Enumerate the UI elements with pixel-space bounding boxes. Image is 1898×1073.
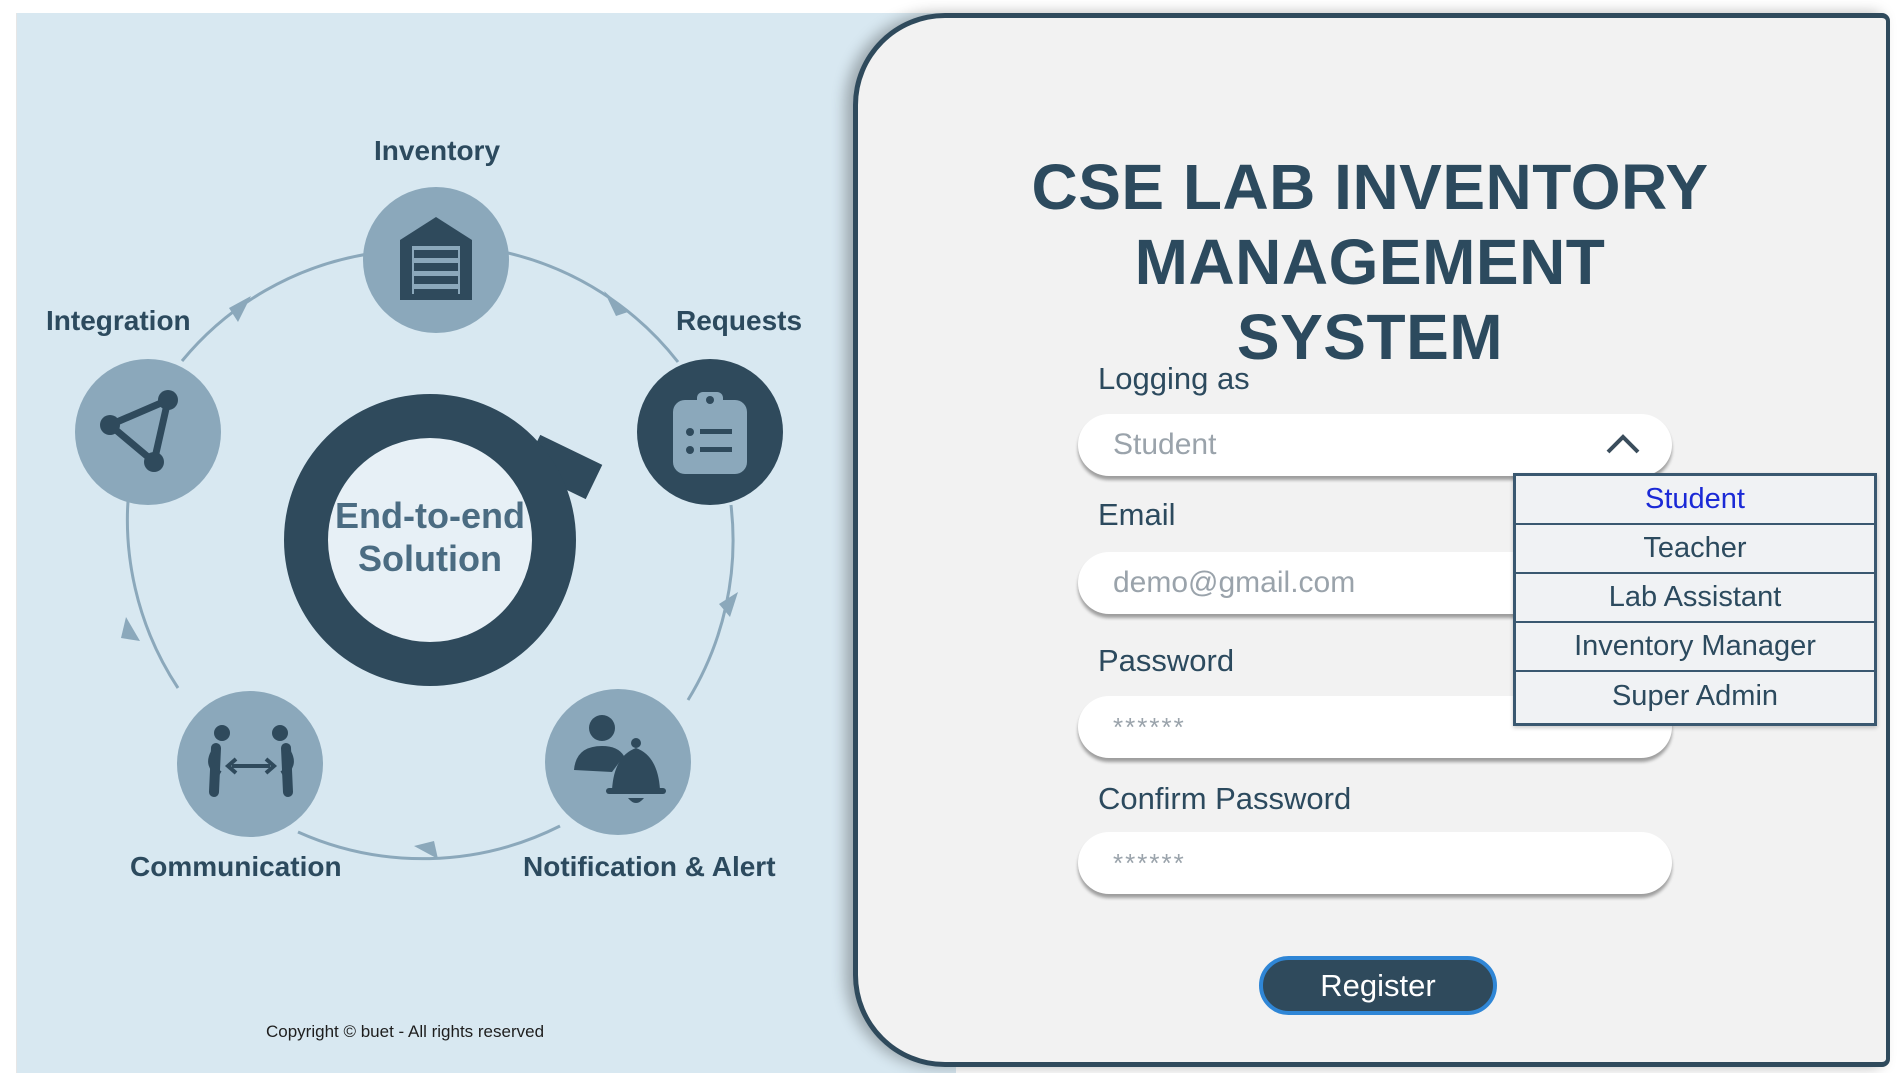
role-option-teacher[interactable]: Teacher xyxy=(1516,525,1874,574)
arrow-heads xyxy=(121,291,738,859)
integration-node xyxy=(75,359,221,505)
inventory-node xyxy=(363,187,509,333)
chevron-up-icon[interactable] xyxy=(1604,432,1642,456)
clipboard-icon xyxy=(673,392,747,474)
title-line2: MANAGEMENT SYSTEM xyxy=(1134,226,1606,373)
integration-label: Integration xyxy=(46,305,191,336)
requests-node xyxy=(637,359,783,505)
role-dropdown-menu: Student Teacher Lab Assistant Inventory … xyxy=(1513,473,1877,726)
communication-node xyxy=(177,691,323,837)
role-label: Logging as xyxy=(1098,361,1250,396)
solution-diagram: End-to-end Solution xyxy=(75,187,783,861)
center-text-line1: End-to-end xyxy=(335,495,525,536)
confirm-password-field[interactable]: ****** xyxy=(1078,832,1672,894)
communication-label: Communication xyxy=(130,851,342,882)
requests-label: Requests xyxy=(676,305,803,336)
notification-node xyxy=(545,689,691,835)
magnifier-icon xyxy=(284,394,603,686)
email-placeholder: demo@gmail.com xyxy=(1113,566,1356,599)
role-select[interactable]: Student xyxy=(1078,414,1672,476)
password-label: Password xyxy=(1098,643,1235,678)
confirm-password-label: Confirm Password xyxy=(1098,781,1352,816)
warehouse-icon xyxy=(400,217,472,300)
role-select-value: Student xyxy=(1113,428,1217,461)
role-option-lab-assistant[interactable]: Lab Assistant xyxy=(1516,574,1874,623)
notification-label: Notification & Alert xyxy=(523,851,776,882)
network-triangle-icon xyxy=(100,390,178,472)
page-title: CSE LAB INVENTORY MANAGEMENT SYSTEM xyxy=(1000,150,1740,375)
role-option-student[interactable]: Student xyxy=(1516,476,1874,525)
confirm-password-placeholder: ****** xyxy=(1113,847,1186,878)
center-text-line2: Solution xyxy=(358,538,502,579)
role-option-super-admin[interactable]: Super Admin xyxy=(1611,680,1779,712)
people-exchange-icon xyxy=(208,725,294,797)
role-option-inventory-manager[interactable]: Inventory Manager xyxy=(1516,623,1874,672)
title-line1: CSE LAB INVENTORY xyxy=(1031,151,1709,223)
password-placeholder: ****** xyxy=(1113,711,1186,742)
bell-person-icon xyxy=(574,715,666,803)
register-button[interactable]: Register xyxy=(1259,956,1497,1015)
inventory-label: Inventory xyxy=(374,135,501,166)
copyright-text: Copyright © buet - All rights reserved xyxy=(266,1022,545,1041)
email-label: Email xyxy=(1098,497,1176,532)
